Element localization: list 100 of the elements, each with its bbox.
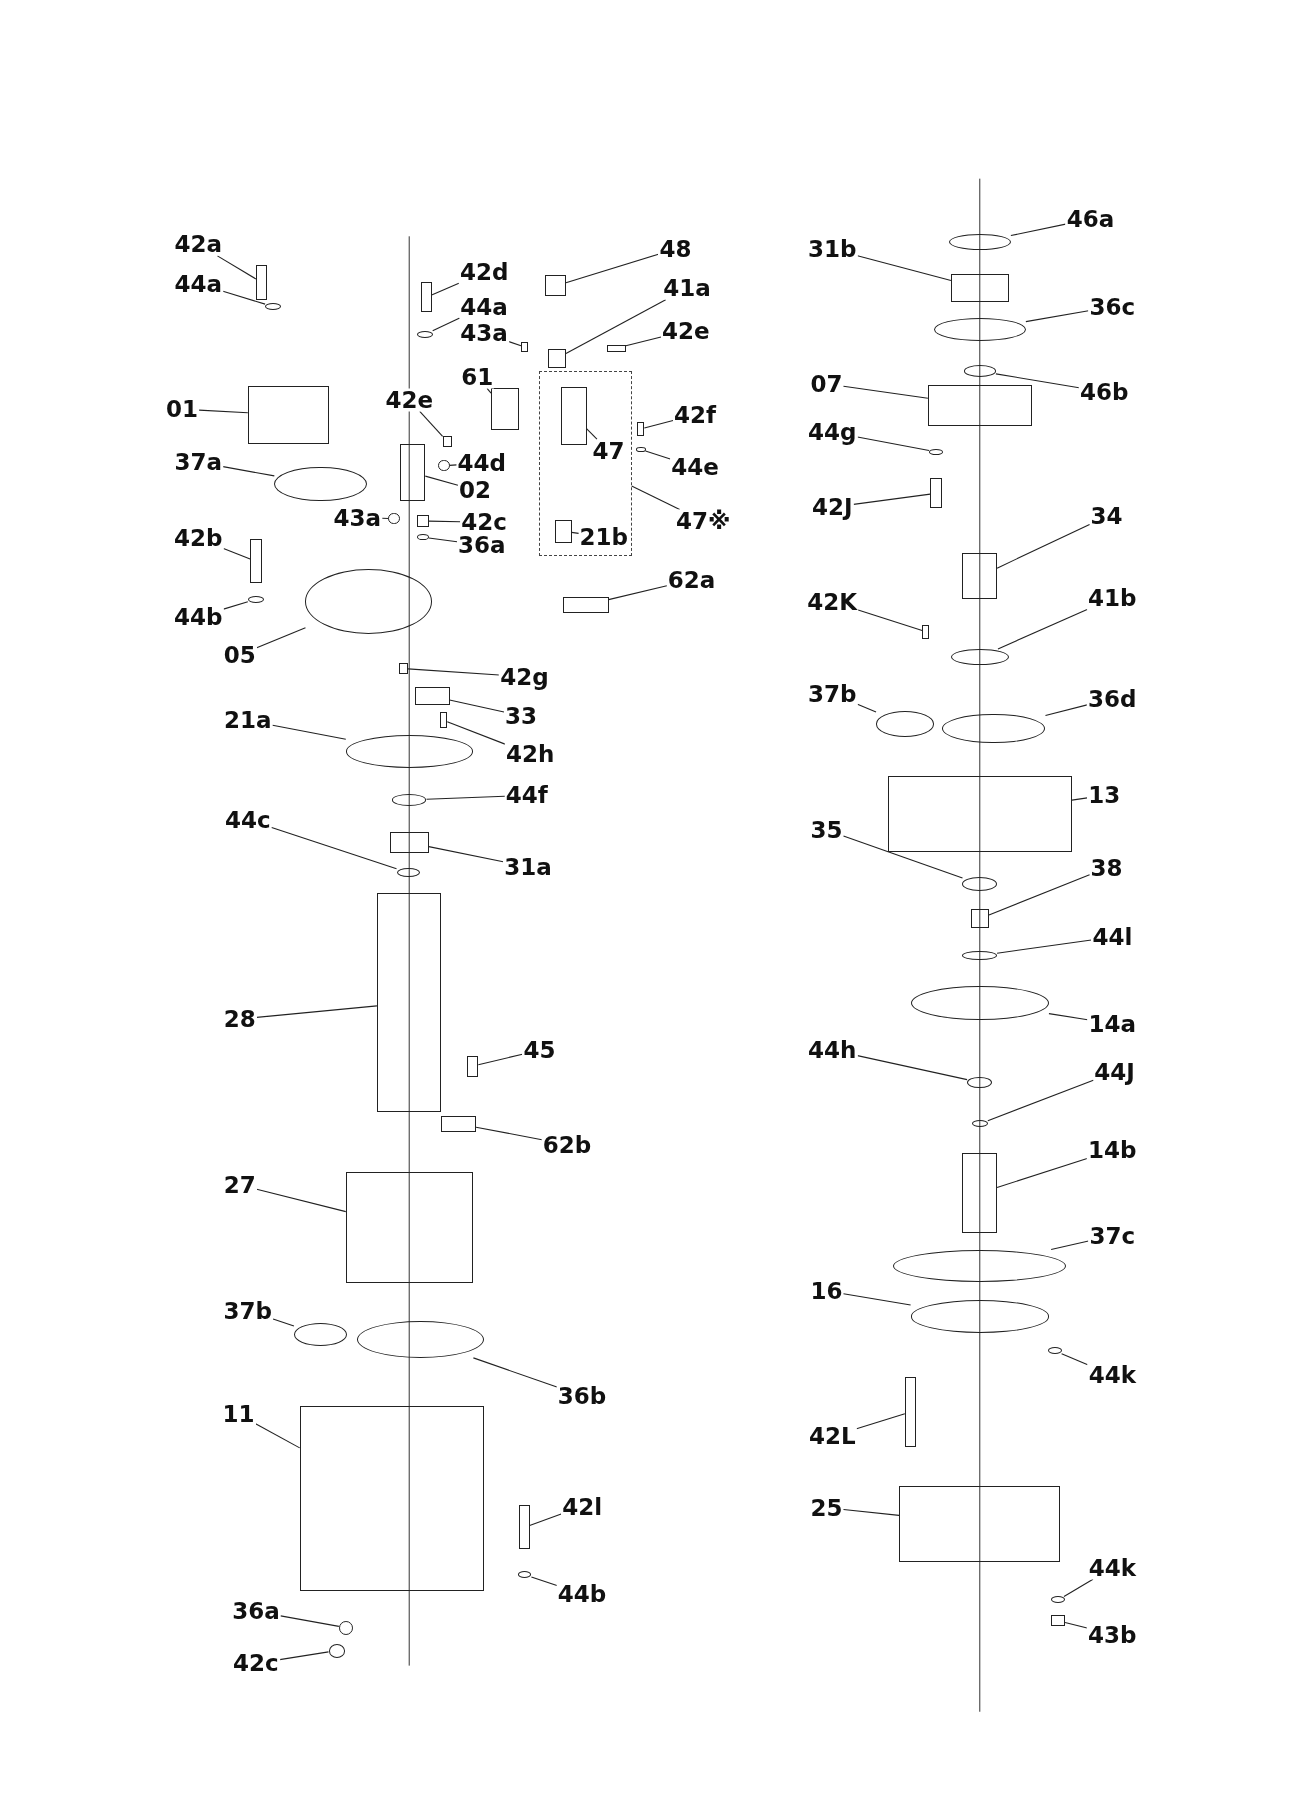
leader-line <box>448 464 458 466</box>
leader-line <box>987 1079 1094 1122</box>
screw-drawing <box>442 435 452 448</box>
leader-line <box>995 373 1080 389</box>
bolt-drawing <box>519 1505 530 1550</box>
bolt-drawing <box>421 282 432 313</box>
grommet-drawing <box>545 275 566 297</box>
leader-line <box>424 475 459 486</box>
callout-number: 42J <box>810 495 854 519</box>
screw-drawing <box>607 344 626 352</box>
callout-number: 42e <box>384 388 434 412</box>
leader-line <box>428 846 504 863</box>
leader-line <box>842 835 964 879</box>
leader-line <box>222 466 275 477</box>
leader-line <box>222 290 266 305</box>
leader-line <box>508 341 522 347</box>
leader-line <box>1048 1013 1089 1021</box>
screw-drawing <box>417 515 429 527</box>
callout-number: 44a <box>459 295 509 319</box>
leader-line <box>446 721 506 745</box>
leader-line <box>856 703 877 713</box>
leader-line <box>428 520 461 523</box>
leader-line <box>477 1053 523 1066</box>
callout-number: 44g <box>807 420 858 444</box>
leader-line <box>988 874 1091 916</box>
leader-line <box>431 282 460 296</box>
leader-line <box>407 668 500 676</box>
cap-drawing <box>547 349 566 368</box>
leader-line <box>280 1615 340 1627</box>
leader-line <box>586 428 598 440</box>
leader-line <box>996 939 1092 954</box>
callout-number: 41b <box>1087 586 1138 610</box>
leader-line <box>856 436 930 452</box>
leader-line <box>565 299 667 355</box>
leader-line <box>271 826 398 870</box>
screw-drawing <box>922 624 930 639</box>
bearing-cover-drawing <box>927 385 1032 427</box>
bolt-drawing <box>255 265 268 300</box>
leader-line <box>856 255 952 282</box>
leader-line <box>256 1188 347 1213</box>
leader-line <box>255 1423 301 1449</box>
leader-line <box>222 547 251 560</box>
nut-drawing <box>521 342 528 352</box>
leader-line <box>842 1293 912 1306</box>
leader-line <box>272 1318 295 1327</box>
bolt-drawing <box>250 539 262 584</box>
callout-number: 42K <box>806 590 859 614</box>
leader-line <box>571 531 580 534</box>
leader-line <box>256 1005 378 1018</box>
wire-drawing <box>441 1115 477 1132</box>
leader-line <box>644 450 671 460</box>
leader-line <box>1010 223 1067 237</box>
leader-line <box>643 420 674 429</box>
dashed-outline <box>539 371 632 556</box>
leader-line <box>1044 704 1088 716</box>
housing-drawing <box>299 1406 485 1591</box>
chain-drawing <box>491 388 519 430</box>
bolt-drawing <box>930 478 942 509</box>
cutter-drawing <box>962 1152 998 1234</box>
leader-line <box>381 517 389 520</box>
stud-drawing <box>904 1377 917 1447</box>
leader-line <box>996 1157 1088 1188</box>
leader-line <box>631 485 681 511</box>
leader-line <box>997 608 1088 650</box>
leader-line <box>449 699 505 713</box>
screw-drawing <box>398 662 409 675</box>
callout-number: 43a <box>459 321 509 345</box>
leader-line <box>1050 1240 1090 1251</box>
callout-number: 42a <box>173 232 223 256</box>
strainer-drawing <box>899 1485 1061 1562</box>
nut-drawing <box>1051 1614 1066 1627</box>
bracket-drawing <box>399 443 426 502</box>
leader-line <box>842 1508 900 1516</box>
leader-line <box>856 1055 968 1081</box>
leader-line <box>425 795 506 800</box>
callout-number: 42g <box>499 665 550 689</box>
callout-number: 44k <box>1087 1556 1137 1580</box>
leader-line <box>625 336 662 347</box>
leader-line <box>279 1651 330 1661</box>
leader-line <box>530 1576 558 1587</box>
leader-line <box>486 387 492 394</box>
leader-line <box>1025 310 1090 323</box>
leader-line <box>996 523 1091 569</box>
callout-number: 44J <box>1093 1060 1136 1084</box>
stator-drawing <box>345 1172 473 1283</box>
leader-line <box>565 253 659 284</box>
callout-number: 14b <box>1087 1138 1138 1162</box>
leader-line <box>198 409 249 414</box>
leader-line <box>856 1413 906 1430</box>
screw-drawing <box>440 712 448 729</box>
callout-number: 41a <box>662 276 712 300</box>
volute-drawing <box>887 775 1072 852</box>
leader-line <box>1064 1621 1088 1629</box>
leader-line <box>256 627 306 649</box>
leader-line <box>428 537 458 543</box>
leader-line <box>222 601 249 610</box>
bearing-drawing <box>950 274 1009 302</box>
leader-line <box>852 493 931 505</box>
leader-line <box>432 317 461 332</box>
flange-drawing <box>247 386 329 444</box>
